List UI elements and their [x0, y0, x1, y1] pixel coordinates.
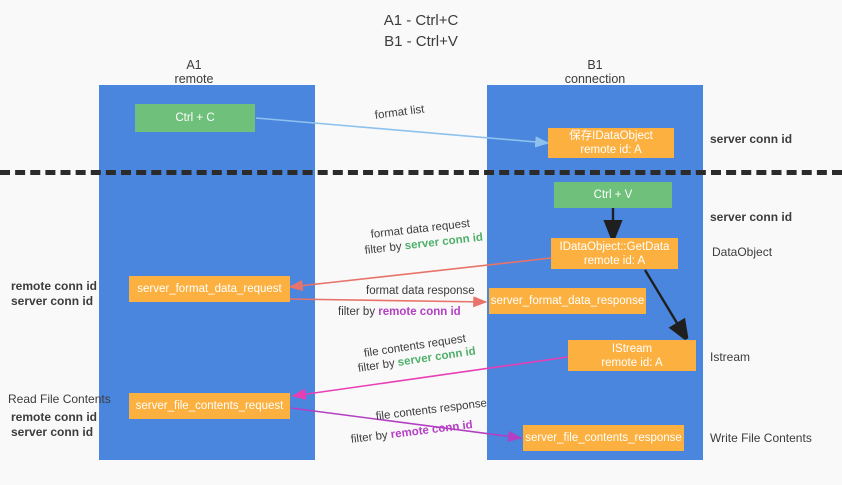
column-header-b1-line1: B1 [587, 58, 603, 72]
annotation-remote-conn-id-2: remote conn id [11, 410, 98, 424]
annotation-server-conn-id-mid: server conn id [710, 210, 793, 224]
column-header-b1-line2: connection [564, 72, 626, 86]
node-istream-line1: IStream [611, 342, 653, 355]
key-remote-conn-id: remote conn id [390, 419, 474, 441]
node-server-format-data-request-label: server_format_data_request [137, 283, 282, 295]
annotation-server-conn-id-top: server conn id [710, 132, 793, 146]
node-server-file-contents-response[interactable]: server_file_contents_response [523, 425, 684, 451]
diagram-title: A1 - Ctrl+C B1 - Ctrl+V [0, 10, 842, 52]
node-idataobject-getdata-line1: IDataObject::GetData [559, 240, 670, 253]
filter-by-text: filter by [338, 306, 379, 318]
node-idataobject-getdata[interactable]: IDataObject::GetData remote id: A [551, 238, 678, 269]
column-header-a1: A1 remote [134, 58, 254, 86]
edge-label-file-contents-response-line2: filter by remote conn id [350, 418, 473, 447]
edge-label-format-data-response-line2: filter by remote conn id [338, 305, 461, 319]
title-line-2: B1 - Ctrl+V [384, 33, 458, 50]
node-server-file-contents-request[interactable]: server_file_contents_request [129, 393, 290, 419]
key-remote-conn-id: remote conn id [378, 306, 461, 318]
column-header-b1: B1 connection [535, 58, 655, 86]
node-save-idataobject-line2: remote id: A [580, 144, 642, 156]
node-save-idataobject-line1: 保存IDataObject [569, 130, 653, 142]
title-line-1: A1 - Ctrl+C [383, 12, 459, 29]
node-server-file-contents-request-label: server_file_contents_request [135, 400, 284, 412]
filter-by-text: filter by [350, 429, 392, 446]
node-server-format-data-response[interactable]: server_format_data_response [489, 288, 646, 314]
column-header-a1-line1: A1 [186, 58, 202, 72]
node-server-file-contents-response-label: server_file_contents_response [525, 432, 682, 444]
node-server-format-data-request[interactable]: server_format_data_request [129, 276, 290, 302]
filter-by-text: filter by [357, 357, 399, 375]
node-idataobject-getdata-line2: remote id: A [583, 254, 646, 267]
edge-label-format-list: format list [374, 103, 426, 122]
node-save-idataobject[interactable]: 保存IDataObject remote id: A [548, 128, 674, 158]
node-ctrl-c-label: Ctrl + C [175, 112, 215, 124]
phase-separator-dashed-line [0, 170, 842, 175]
annotation-server-conn-id-2: server conn id [11, 425, 94, 439]
column-header-a1-line2: remote [174, 72, 214, 86]
annotation-read-file-contents: Read File Contents [8, 392, 111, 406]
node-ctrl-v-label: Ctrl + V [593, 189, 633, 201]
arrow-format-data-response [287, 296, 488, 308]
annotation-write-file-contents: Write File Contents [710, 431, 812, 445]
node-istream[interactable]: IStream remote id: A [568, 340, 696, 371]
node-server-format-data-response-label: server_format_data_response [490, 295, 645, 307]
node-ctrl-v[interactable]: Ctrl + V [554, 182, 672, 208]
annotation-remote-conn-id-1: remote conn id [11, 279, 98, 293]
node-ctrl-c[interactable]: Ctrl + C [135, 104, 255, 132]
annotation-dataobject: DataObject [712, 245, 773, 259]
edge-label-format-data-response-line1: format data response [366, 285, 475, 297]
annotation-istream: Istream [710, 350, 751, 364]
filter-by-text: filter by [364, 240, 406, 257]
annotation-server-conn-id-1: server conn id [11, 294, 94, 308]
node-istream-line2: remote id: A [601, 356, 663, 369]
